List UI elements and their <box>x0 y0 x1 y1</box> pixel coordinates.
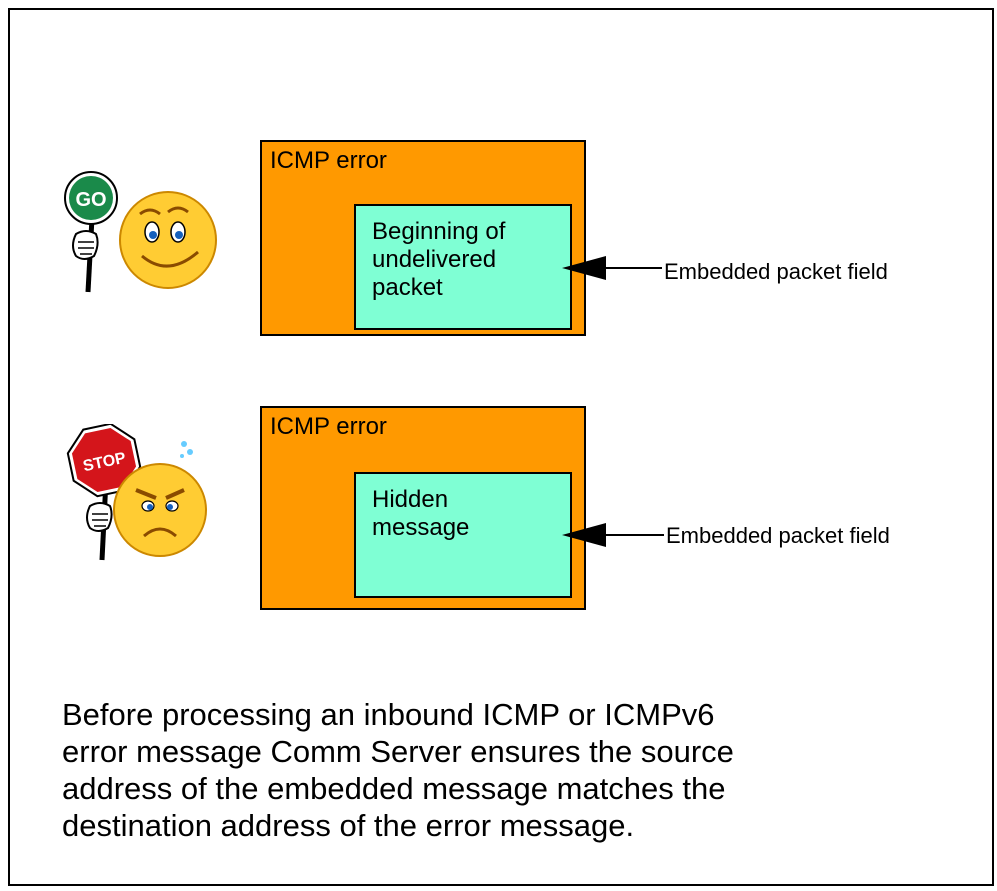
embedded-packet-text-2: Hidden message <box>372 486 469 542</box>
icmp-error-box-1: ICMP error Beginning of undelivered pack… <box>260 140 586 336</box>
go-sign-text: GO <box>75 189 106 211</box>
go-smiley-icon: GO <box>64 171 217 293</box>
caption-line: address of the embedded message matches … <box>62 771 726 806</box>
icmp-error-title-2: ICMP error <box>270 413 387 440</box>
inner-line: undelivered <box>372 246 497 273</box>
embedded-packet-text-1: Beginning of undelivered packet <box>372 218 505 302</box>
embedded-packet-field-label-1: Embedded packet field <box>664 259 888 284</box>
caption-line: destination address of the error message… <box>62 808 635 843</box>
arrow-2 <box>562 523 664 547</box>
inner-line: Hidden <box>372 486 449 513</box>
caption-line: error message Comm Server ensures the so… <box>62 734 734 769</box>
icmp-error-title-1: ICMP error <box>270 147 387 174</box>
inner-line: Beginning of <box>372 218 506 245</box>
caption-text: Before processing an inbound ICMP or ICM… <box>62 696 962 844</box>
arrow-1 <box>562 256 662 280</box>
stop-angry-icon: STOP <box>66 424 207 561</box>
caption-line: Before processing an inbound ICMP or ICM… <box>62 697 715 732</box>
embedded-packet-box-1: Beginning of undelivered packet <box>354 204 572 330</box>
go-sign-disc <box>69 176 113 220</box>
inner-line: packet <box>372 274 443 301</box>
stop-sign-octagon <box>71 427 137 493</box>
embedded-packet-field-label-2: Embedded packet field <box>666 523 890 548</box>
inner-line: message <box>372 514 470 541</box>
